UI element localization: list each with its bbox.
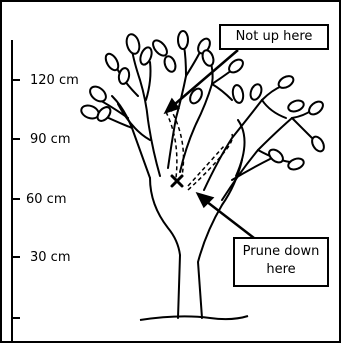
callout-not-up-here: Not up here [219, 24, 329, 50]
scale-label-90: 90 cm [30, 133, 71, 146]
scale-label-120: 120 cm [30, 74, 79, 87]
scale-label-60: 60 cm [26, 193, 67, 206]
callout-prune-down-here: Prune down here [233, 237, 329, 287]
scale-label-30: 30 cm [30, 251, 71, 264]
callout-arrows [166, 50, 254, 238]
height-scale [12, 40, 20, 342]
cut-marks [172, 176, 182, 186]
ground-line [140, 316, 248, 320]
